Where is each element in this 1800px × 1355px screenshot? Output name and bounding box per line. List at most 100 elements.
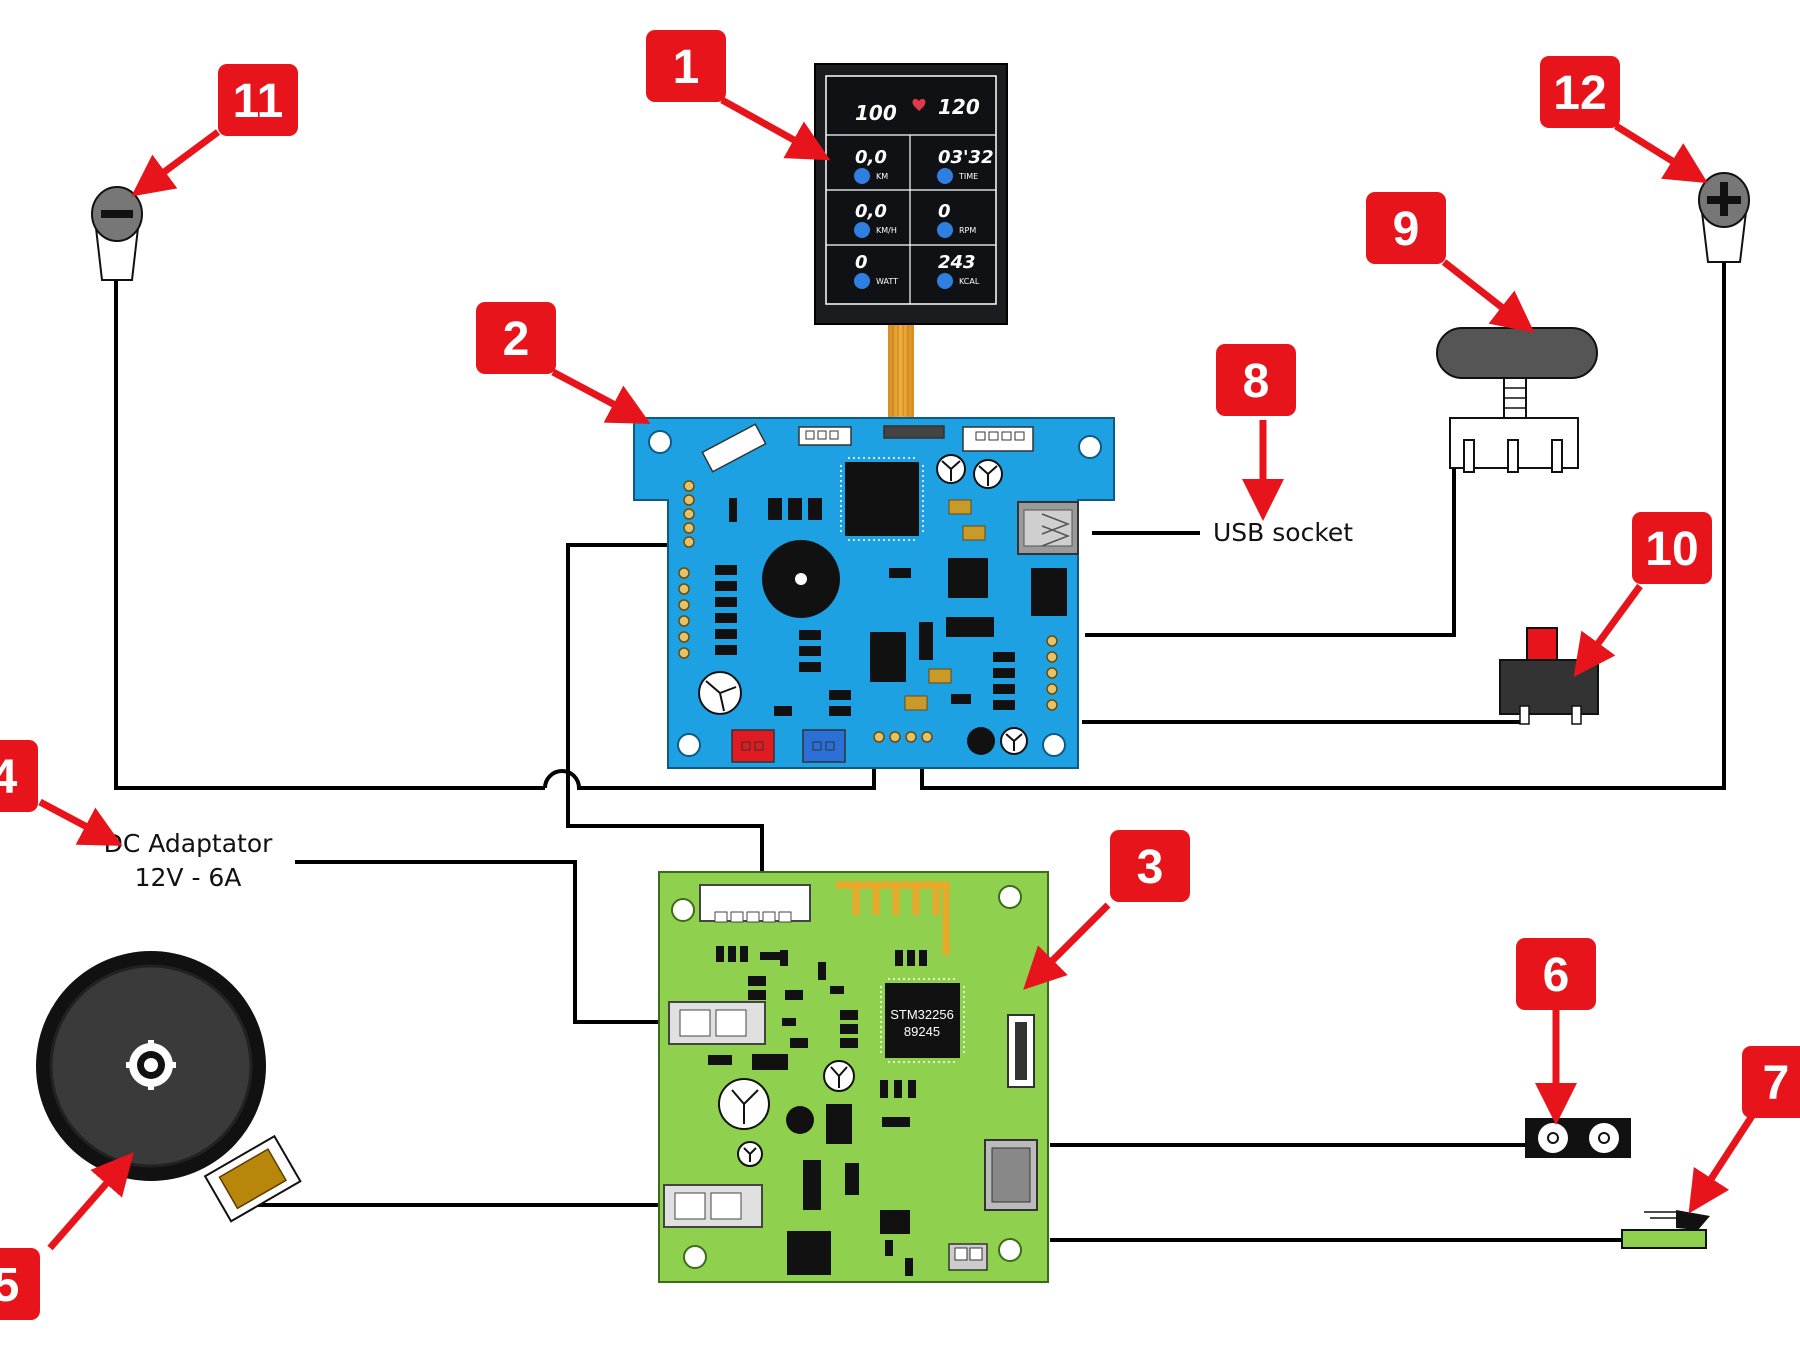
- callout-arrow: [1688, 1114, 1755, 1214]
- usb-socket-label: USB socket: [1213, 518, 1353, 547]
- callout-3: 3: [1023, 830, 1190, 990]
- callout-arrow: [551, 368, 651, 424]
- callout-number: 3: [1137, 841, 1164, 894]
- display-cell-value: 0: [938, 201, 951, 222]
- heart-icon: [912, 98, 926, 111]
- display-top-left: 100: [855, 101, 897, 125]
- callout-arrow: [1573, 583, 1643, 677]
- callout-arrow: [131, 129, 221, 197]
- lcd-display: 100 120 0,0KM03'32TIME0,0KM/H0RPM0WATT24…: [814, 63, 1008, 418]
- display-top-right: 120: [938, 95, 980, 119]
- plus-icon: [1720, 182, 1728, 216]
- blue-connector: [802, 729, 846, 763]
- display-cell-value: 0,0: [855, 201, 887, 222]
- display-cell: 0,0KM/H: [854, 201, 897, 238]
- callout-10: 10: [1573, 512, 1712, 677]
- callout-badge: [1516, 938, 1596, 1010]
- callout-arrow: [38, 798, 123, 846]
- pcb-antenna: [836, 881, 950, 955]
- callout-badge: [1110, 830, 1190, 902]
- display-cell-unit: TIME: [958, 172, 978, 181]
- callout-badge: [1632, 512, 1712, 584]
- callout-7: 7: [1688, 1046, 1800, 1214]
- callout-number: 10: [1645, 523, 1698, 576]
- callout-1: 1: [646, 30, 831, 161]
- red-connector: [731, 729, 775, 763]
- wire-plus-terminal: [920, 262, 1726, 790]
- display-cell-value: 0: [855, 252, 868, 273]
- callout-badge: [1366, 192, 1446, 264]
- display-cell-unit: KM: [876, 172, 888, 181]
- callout-arrow: [1441, 259, 1535, 333]
- wire-power-switch: [1085, 468, 1456, 637]
- callout-5: 5: [0, 1152, 134, 1320]
- callout-number: 11: [233, 75, 284, 128]
- console-pcb: [633, 417, 1115, 769]
- display-cell-value: 0,0: [855, 147, 887, 168]
- dc-adaptor-spec: 12V - 6A: [135, 863, 242, 892]
- wire-console-to-motor: [566, 543, 764, 872]
- callout-2: 2: [476, 302, 651, 424]
- callout-badge: [1216, 344, 1296, 416]
- callout-11: 11: [131, 64, 298, 197]
- console-board: [633, 417, 1115, 769]
- callout-number: 1: [673, 41, 700, 94]
- callout-badge: [218, 64, 298, 136]
- callout-8: 8: [1216, 344, 1296, 521]
- callout-badge: [646, 30, 726, 102]
- check-clock-icon: [937, 168, 953, 184]
- callout-badge: [1540, 56, 1620, 128]
- callout-number: 2: [503, 313, 530, 366]
- display-cell-unit: KCAL: [959, 277, 980, 286]
- wire-minus-terminal: [114, 280, 545, 790]
- callout-6: 6: [1516, 938, 1596, 1125]
- motor: [36, 951, 302, 1223]
- wire-minus-to-console: [543, 768, 876, 790]
- display-cell-unit: KM/H: [876, 226, 897, 235]
- wire-dc-adaptor: [295, 860, 668, 1024]
- callout-number: 7: [1763, 1057, 1790, 1110]
- display-cell-unit: WATT: [876, 277, 898, 286]
- bolt-icon: [854, 273, 870, 289]
- positive-terminal: [1698, 172, 1750, 263]
- minus-icon: [101, 210, 133, 218]
- chip-label-1: STM32256: [890, 1007, 954, 1022]
- power-switch: [1436, 327, 1598, 473]
- display-cell-value: 243: [938, 252, 976, 273]
- callout-badge: [1742, 1046, 1800, 1118]
- callout-badge: [0, 1248, 40, 1320]
- speed-sensor: [1525, 1118, 1631, 1158]
- flame-icon: [937, 273, 953, 289]
- negative-terminal: [91, 186, 143, 281]
- dc-adaptor-label: DC Adaptator: [104, 829, 274, 858]
- callout-badge: [0, 740, 38, 812]
- hall-sensor: [1621, 1210, 1710, 1249]
- callout-number: 6: [1543, 949, 1570, 1002]
- callout-number: 5: [0, 1259, 19, 1312]
- display-cell-value: 03'32: [938, 147, 994, 168]
- speed-icon: [854, 222, 870, 238]
- push-button: [1499, 627, 1599, 725]
- distance-icon: [854, 168, 870, 184]
- display-cell-unit: RPM: [959, 226, 976, 235]
- console-mcu: [845, 462, 919, 536]
- stm-chip: [885, 983, 960, 1058]
- callout-number: 8: [1243, 355, 1270, 408]
- callout-number: 12: [1553, 67, 1606, 120]
- motor-board: STM32256 89245: [658, 871, 1049, 1283]
- flex-cable: [888, 320, 914, 418]
- chip-label-2: 89245: [904, 1024, 940, 1039]
- callout-arrow: [1614, 123, 1708, 184]
- callout-badge: [476, 302, 556, 374]
- callout-9: 9: [1366, 192, 1535, 333]
- callout-number: 9: [1393, 203, 1420, 256]
- callout-4: 4: [0, 740, 123, 846]
- callout-12: 12: [1540, 56, 1708, 184]
